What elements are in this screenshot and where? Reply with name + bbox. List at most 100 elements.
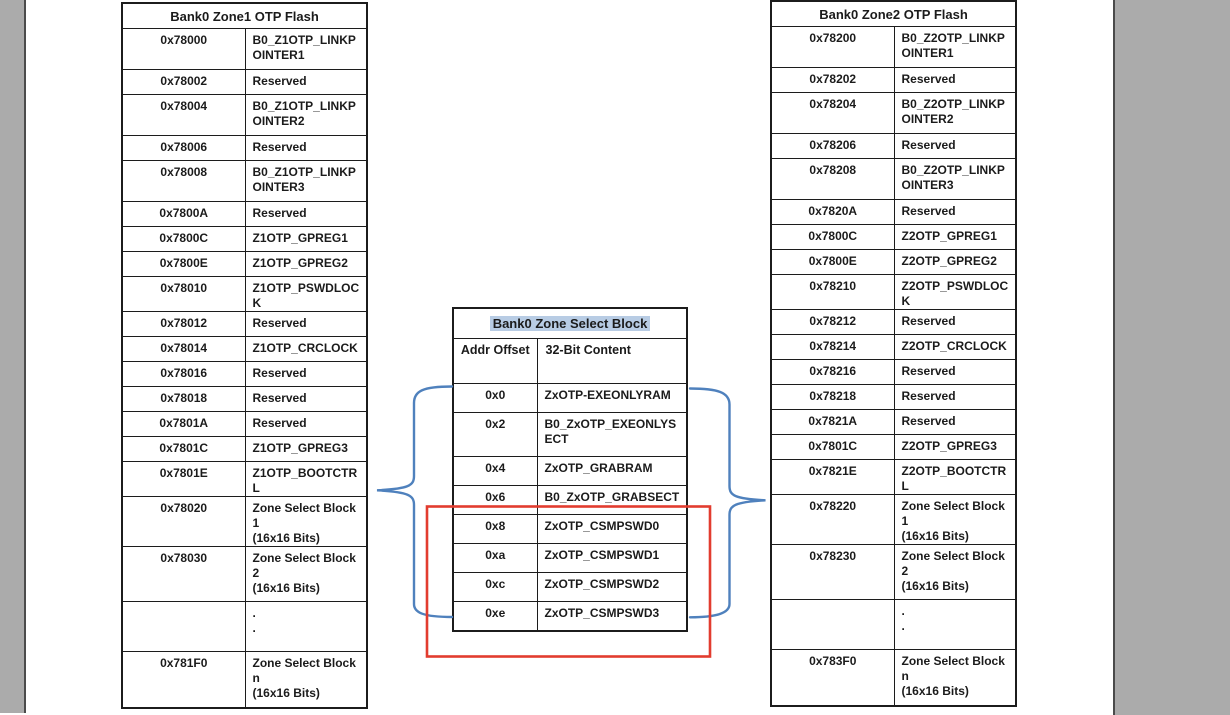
content-cell: Reserved xyxy=(893,409,1017,435)
content-cell: Z2OTP_GPREG2 xyxy=(893,249,1017,275)
addr-cell: 0x78212 xyxy=(770,309,895,335)
content-cell: Z1OTP_PSWDLOCK xyxy=(244,276,368,312)
content-cell: B0_ZxOTP_EXEONLYSECT xyxy=(536,412,688,457)
addr-cell: 0x4 xyxy=(452,456,538,486)
content-cell: Reserved xyxy=(893,199,1017,225)
addr-cell: 0x7801E xyxy=(121,461,246,497)
zone-select-block-table: Bank0 Zone Select Block Addr Offset 32-B… xyxy=(452,307,688,632)
addr-cell xyxy=(770,599,895,650)
addr-cell: 0x78012 xyxy=(121,311,246,337)
content-cell: Z2OTP_PSWDLOCK xyxy=(893,274,1017,310)
column-header-row: Addr Offset 32-Bit Content xyxy=(452,338,688,384)
content-cell: . . xyxy=(244,601,368,652)
content-cell: ZxOTP_GRABRAM xyxy=(536,456,688,486)
addr-cell: 0x7800A xyxy=(121,201,246,227)
content-cell: Reserved xyxy=(244,201,368,227)
addr-cell: 0x7801C xyxy=(770,434,895,460)
addr-cell: 0x7800E xyxy=(770,249,895,275)
content-cell: B0_ZxOTP_GRABSECT xyxy=(536,485,688,515)
content-cell: B0_Z1OTP_LINKPOINTER1 xyxy=(244,28,368,70)
content-cell: Reserved xyxy=(893,133,1017,159)
table-title-row: Bank0 Zone2 OTP Flash xyxy=(770,0,1017,27)
addr-cell: 0x78220 xyxy=(770,494,895,545)
left-brace-connector xyxy=(376,385,454,619)
addr-cell: 0xe xyxy=(452,601,538,631)
addr-cell: 0x78014 xyxy=(121,336,246,362)
content-cell: Reserved xyxy=(244,386,368,412)
addr-cell: 0x78210 xyxy=(770,274,895,310)
addr-cell: 0x78202 xyxy=(770,67,895,93)
content-cell: Z1OTP_GPREG1 xyxy=(244,226,368,252)
content-cell: Z1OTP_CRCLOCK xyxy=(244,336,368,362)
content-cell: Reserved xyxy=(244,411,368,437)
zone2-table-title: Bank0 Zone2 OTP Flash xyxy=(770,0,1017,27)
table-title-row: Bank0 Zone1 OTP Flash xyxy=(121,2,368,29)
content-cell: Z1OTP_BOOTCTRL xyxy=(244,461,368,497)
content-cell: B0_Z2OTP_LINKPOINTER2 xyxy=(893,92,1017,134)
select-table: Bank0 Zone Select Block Addr Offset 32-B… xyxy=(452,307,688,632)
addr-cell: 0x781F0 xyxy=(121,651,246,708)
addr-cell xyxy=(121,601,246,652)
addr-cell: 0x78200 xyxy=(770,26,895,68)
addr-cell: 0x78030 xyxy=(121,546,246,602)
addr-cell: 0x78000 xyxy=(121,28,246,70)
viewer-gutter-left xyxy=(0,0,26,713)
select-table-title-highlight: Bank0 Zone Select Block xyxy=(489,316,651,331)
content-cell: Reserved xyxy=(244,69,368,95)
content-cell: Reserved xyxy=(244,135,368,161)
addr-cell: 0x78230 xyxy=(770,544,895,600)
addr-cell: 0x78218 xyxy=(770,384,895,410)
content-cell: Z2OTP_BOOTCTRL xyxy=(893,459,1017,495)
content-cell: Z2OTP_GPREG3 xyxy=(893,434,1017,460)
content-cell: B0_Z2OTP_LINKPOINTER1 xyxy=(893,26,1017,68)
content-cell: Zone Select Block 2 (16x16 Bits) xyxy=(244,546,368,602)
content-cell: B0_Z1OTP_LINKPOINTER3 xyxy=(244,160,368,202)
addr-cell: 0x78004 xyxy=(121,94,246,136)
addr-cell: 0xa xyxy=(452,543,538,573)
content-cell: Zone Select Block n (16x16 Bits) xyxy=(244,651,368,708)
addr-cell: 0x78216 xyxy=(770,359,895,385)
select-table-title: Bank0 Zone Select Block xyxy=(452,307,688,339)
addr-cell: 0x78206 xyxy=(770,133,895,159)
table-title-row: Bank0 Zone Select Block xyxy=(452,307,688,339)
addr-cell: 0x78204 xyxy=(770,92,895,134)
content-cell: Zone Select Block n (16x16 Bits) xyxy=(893,649,1017,706)
addr-cell: 0x78006 xyxy=(121,135,246,161)
content-cell: Z1OTP_GPREG2 xyxy=(244,251,368,277)
content-cell: ZxOTP_CSMPSWD0 xyxy=(536,514,688,544)
